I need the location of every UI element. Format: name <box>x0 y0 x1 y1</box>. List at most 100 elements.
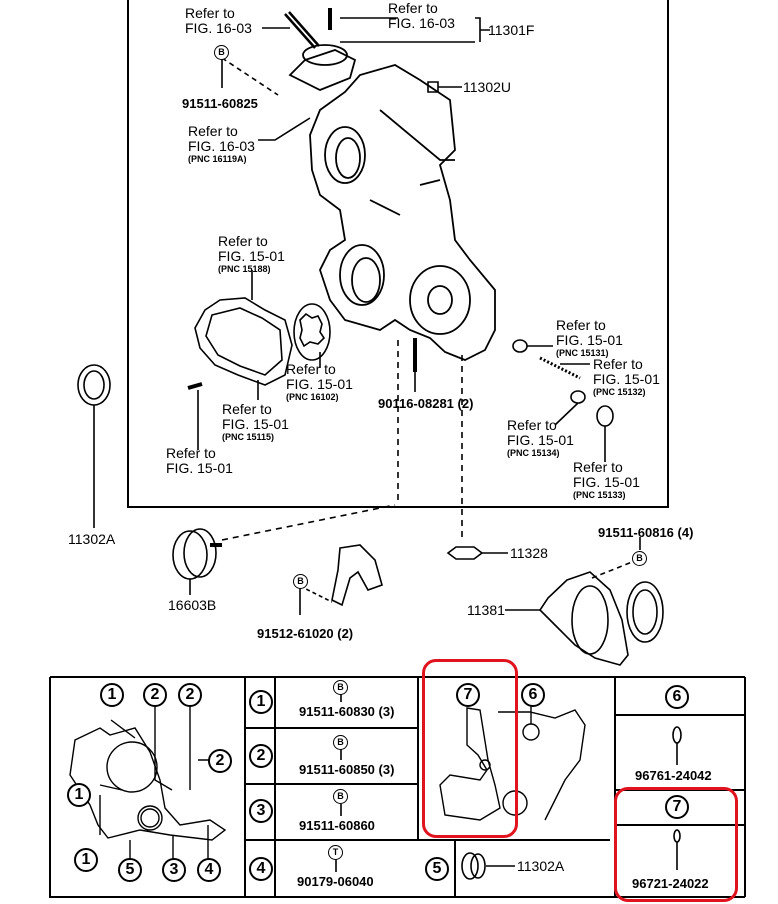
part-number-11302U: 11302U <box>463 79 512 95</box>
spring <box>539 356 581 380</box>
bolt-mark-icon: B <box>333 680 348 695</box>
ref-fig: FIG. 15-01 <box>556 332 623 348</box>
ref-pnc: (PNC 16102) <box>286 392 339 402</box>
relief-valve <box>596 405 614 427</box>
bolt-mark-icon: B <box>293 574 308 589</box>
pump-rotor <box>293 303 331 361</box>
ref-line: Refer to <box>593 356 643 372</box>
bolt-mark-icon: B <box>632 551 647 566</box>
bolt-mark-icon: B <box>214 45 229 60</box>
legend-part-11302A: 11302A <box>517 858 565 874</box>
part-number-91511-60816: 91511-60816 (4) <box>598 525 694 540</box>
part-number-11381: 11381 <box>467 602 505 618</box>
part-number-11328: 11328 <box>510 545 548 561</box>
rear-oil-seal <box>626 581 664 643</box>
callout-5: 5 <box>118 858 142 882</box>
callout-6: 6 <box>521 683 545 707</box>
legend-cover-sketch <box>69 704 227 862</box>
legend-key-3: 3 <box>249 799 273 823</box>
legend-part-90179-06040: 90179-06040 <box>297 874 374 889</box>
callout-1: 1 <box>67 783 91 807</box>
ref-fig: FIG. 16-03 <box>185 20 252 36</box>
callout-4: 4 <box>197 858 221 882</box>
ref-pnc: (PNC 15132) <box>593 387 646 397</box>
legend-part-91511-60850: 91511-60850 (3) <box>299 762 395 777</box>
legend-key-2: 2 <box>249 744 273 768</box>
ref-label-top-left: Refer to FIG. 16-03 <box>185 6 252 36</box>
ref-fig: FIG. 15-01 <box>166 460 233 476</box>
main-frame <box>127 0 669 508</box>
ref-fig: FIG. 16-03 <box>188 138 255 154</box>
callout-2: 2 <box>143 683 167 707</box>
ref-label-spring: Refer to FIG. 15-01 (PNC 15132) <box>593 356 660 398</box>
legend-table-lines <box>50 676 745 898</box>
ref-pnc: (PNC 15134) <box>507 448 560 458</box>
ref-label-rotor: Refer to FIG. 15-01 (PNC 16102) <box>286 361 353 403</box>
callout-1: 1 <box>100 683 124 707</box>
legend-part-96761-24042: 96761-24042 <box>635 768 712 783</box>
ref-fig: FIG. 16-03 <box>388 15 455 31</box>
ref-line: Refer to <box>185 5 235 21</box>
plug-11302U <box>427 81 439 93</box>
part-number-91511-60825: 91511-60825 <box>182 96 258 111</box>
legend-part-96721-24022: 96721-24022 <box>632 876 709 891</box>
highlight-box-detail-7 <box>422 659 518 838</box>
timing-cover <box>288 44 496 361</box>
ref-label-top-right: Refer to FIG. 16-03 <box>388 1 455 31</box>
pump-gasket <box>194 297 293 386</box>
ref-label-mid-left: Refer to FIG. 16-03 (PNC 16119A) <box>188 123 255 165</box>
legend-key-4: 4 <box>249 857 273 881</box>
ref-label-cover: Refer to FIG. 15-01 (PNC 15115) <box>222 401 289 443</box>
ref-pnc: (PNC 15188) <box>218 264 271 274</box>
legend-part-91511-60830: 91511-60830 (3) <box>299 704 395 719</box>
ref-fig: FIG. 15-01 <box>218 248 285 264</box>
o-ring-96761 <box>672 726 682 744</box>
ref-fig: FIG. 15-01 <box>222 416 289 432</box>
ref-line: Refer to <box>556 317 606 333</box>
callout-1: 1 <box>74 848 98 872</box>
ref-line: Refer to <box>507 417 557 433</box>
ref-label-washer: Refer to FIG. 15-01 (PNC 15134) <box>507 417 574 459</box>
part-number-11301F: 11301F <box>488 22 535 38</box>
ref-line: Refer to <box>573 459 623 475</box>
callout-7: 7 <box>456 683 480 707</box>
callout-2: 2 <box>208 749 232 773</box>
part-number-90116-08281: 90116-08281 (2) <box>378 396 474 411</box>
highlight-box-part-7 <box>614 787 738 902</box>
stud-bolt-mark-icon: T <box>328 845 343 860</box>
ref-pnc: (PNC 16119A) <box>188 154 247 164</box>
callout-3: 3 <box>162 858 186 882</box>
legend-key-7: 7 <box>665 795 689 819</box>
screw <box>187 382 203 390</box>
bracket <box>331 544 383 607</box>
legend-key-5: 5 <box>425 857 449 881</box>
ref-line: Refer to <box>388 0 438 16</box>
ref-fig: FIG. 15-01 <box>593 371 660 387</box>
washer <box>570 390 586 404</box>
legend-part-91511-60860: 91511-60860 <box>299 818 375 833</box>
ref-pnc: (PNC 15133) <box>573 490 626 500</box>
ref-line: Refer to <box>166 445 216 461</box>
relief-plug <box>512 339 528 353</box>
part-number-11302A: 11302A <box>68 531 116 547</box>
bolt-mark-icon: B <box>333 789 348 804</box>
ref-pnc: (PNC 15131) <box>556 348 609 358</box>
ref-line: Refer to <box>188 123 238 139</box>
ref-label-screw: Refer to FIG. 15-01 <box>166 446 233 476</box>
part-number-16603B: 16603B <box>168 597 217 613</box>
ref-label-gasket: Refer to FIG. 15-01 (PNC 15188) <box>218 233 285 275</box>
ref-line: Refer to <box>218 233 268 249</box>
stud-left <box>284 11 320 49</box>
retainer-11381 <box>538 571 629 666</box>
ref-label-valve: Refer to FIG. 15-01 (PNC 15133) <box>573 459 640 501</box>
ref-line: Refer to <box>286 361 336 377</box>
legend-key-6: 6 <box>665 685 689 709</box>
ref-line: Refer to <box>222 401 272 417</box>
ref-pnc: (PNC 15115) <box>222 432 275 442</box>
callout-2: 2 <box>178 683 202 707</box>
ref-fig: FIG. 15-01 <box>573 474 640 490</box>
bolt-mark-icon: B <box>333 735 348 750</box>
part-number-91512-61020: 91512-61020 (2) <box>257 626 354 641</box>
ref-fig: FIG. 15-01 <box>286 376 353 392</box>
